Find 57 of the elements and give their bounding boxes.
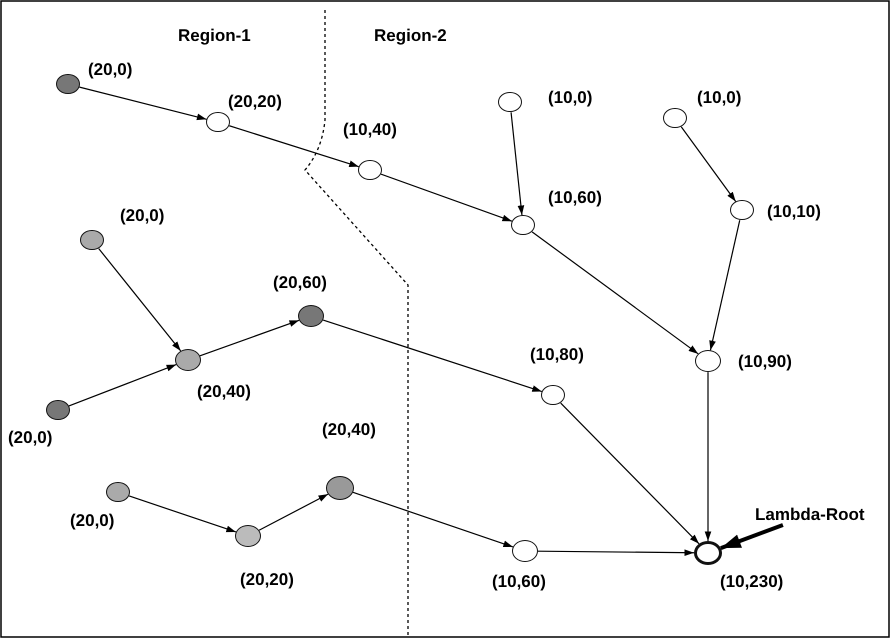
arrow xyxy=(704,372,712,541)
arrow xyxy=(128,495,236,533)
arrow xyxy=(510,112,524,216)
graph-node-circle xyxy=(298,305,324,328)
node-value-label: (20,20) xyxy=(228,92,282,112)
arrow xyxy=(68,364,176,407)
graph-node-circle xyxy=(541,385,565,406)
arrow xyxy=(79,86,207,120)
node-value-label: (20,20) xyxy=(240,570,294,590)
arrow xyxy=(538,549,694,556)
root-callout-text: Lambda-Root xyxy=(755,505,865,525)
graph-node-circle xyxy=(730,200,754,220)
node-value-label: (10,10) xyxy=(767,202,821,222)
graph-node-circle xyxy=(80,230,104,250)
graph-node-circle xyxy=(46,400,70,420)
graph-node-circle xyxy=(175,349,201,372)
node-value-label: (10,80) xyxy=(530,345,584,365)
graph-node-circle xyxy=(498,92,522,112)
node-value-label: (10,90) xyxy=(738,352,792,372)
arrow xyxy=(560,402,700,544)
arrow xyxy=(229,125,359,168)
graph-node-circle xyxy=(695,350,721,372)
node-value-label: (10,0) xyxy=(548,88,592,108)
graph-node-circle xyxy=(663,108,687,128)
graph-node-circle xyxy=(358,160,382,180)
arrow xyxy=(322,319,542,392)
arrow xyxy=(380,174,512,222)
graph-node-circle xyxy=(106,482,130,502)
node-value-label: (20,0) xyxy=(70,511,114,531)
region-label: Region-2 xyxy=(374,26,447,46)
graph-node-circle xyxy=(326,476,354,500)
node-value-label: (10,0) xyxy=(697,88,742,108)
node-value-label: (20,0) xyxy=(120,206,164,226)
node-value-label: (10,40) xyxy=(343,120,397,140)
node-value-label: (20,0) xyxy=(8,428,52,448)
node-value-label: (20,40) xyxy=(322,420,376,440)
graph-node-circle xyxy=(56,74,80,94)
arrow xyxy=(98,248,182,352)
arrow xyxy=(258,494,328,531)
graph-node-circle xyxy=(511,215,535,236)
graph-node-circle xyxy=(694,541,722,565)
node-value-label: (10,60) xyxy=(492,572,546,592)
node-value-label: (10,60) xyxy=(548,188,602,208)
arrow xyxy=(352,492,514,548)
leader-line xyxy=(720,523,784,550)
node-value-label: (20,60) xyxy=(273,273,327,293)
node-value-label: (20,40) xyxy=(197,382,251,402)
arrow xyxy=(680,126,736,202)
graph-node-circle xyxy=(206,112,230,132)
region-label: Region-1 xyxy=(178,26,251,46)
arrow xyxy=(200,320,300,356)
graph-node-circle xyxy=(512,540,538,562)
arrow xyxy=(532,231,699,354)
node-value-label: (20,0) xyxy=(88,60,132,80)
node-value-label: (10,230) xyxy=(720,572,784,592)
graph-node-circle xyxy=(235,525,261,548)
arrow xyxy=(709,220,740,350)
